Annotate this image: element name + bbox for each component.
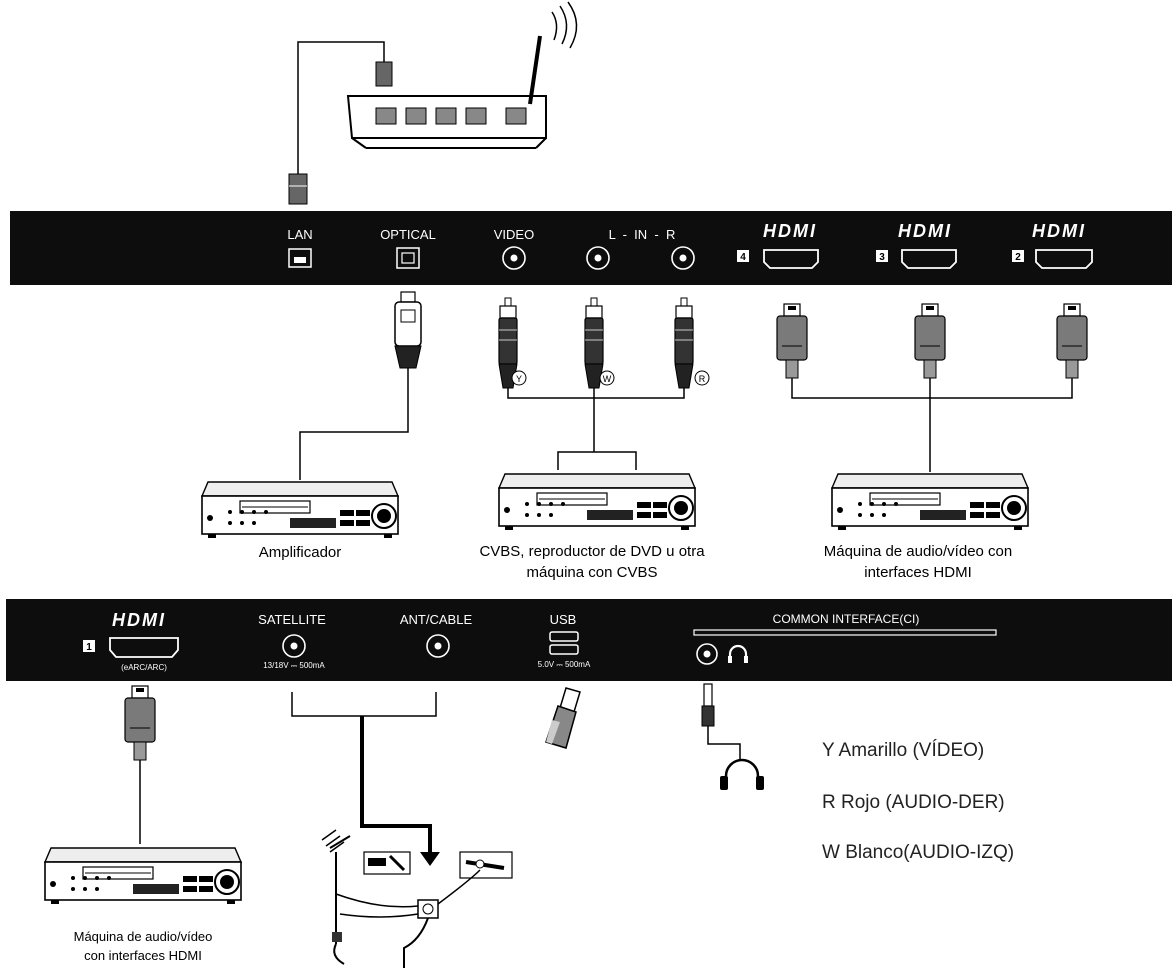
lan-cable bbox=[288, 41, 393, 205]
hdmi-machine-device bbox=[831, 473, 1029, 531]
hdmi1-number: 1 bbox=[86, 642, 92, 653]
audio-r-jack[interactable] bbox=[671, 246, 695, 270]
hdmi1-port[interactable] bbox=[109, 637, 179, 658]
hdmi2-port[interactable] bbox=[1035, 249, 1093, 269]
hdmi-machine-label-line1: Máquina de audio/vídeo con bbox=[824, 543, 1012, 560]
hdmi4-logo: HDMI bbox=[763, 221, 817, 241]
hdmi1-machine-label-line2: con interfaces HDMI bbox=[84, 948, 202, 963]
rca-cables bbox=[498, 297, 694, 470]
optical-port[interactable] bbox=[396, 247, 420, 269]
hdmi-machine-label-line2: interfaces HDMI bbox=[864, 564, 972, 581]
lan-port[interactable] bbox=[288, 248, 312, 268]
cvbs-label-line2: máquina con CVBS bbox=[527, 564, 658, 581]
video-label: VIDEO bbox=[494, 227, 534, 242]
legend-white: W Blanco(AUDIO-IZQ) bbox=[822, 842, 1014, 863]
ci-slot[interactable] bbox=[693, 629, 997, 636]
svg-text:W: W bbox=[603, 374, 612, 384]
video-jack[interactable] bbox=[502, 246, 526, 270]
headphones-icon bbox=[701, 683, 764, 790]
hdmi2-number: 2 bbox=[1015, 252, 1021, 263]
antenna-wall-socket-icon bbox=[321, 829, 513, 968]
ci-label: COMMON INTERFACE(CI) bbox=[773, 612, 920, 626]
hdmi1-logo: HDMI bbox=[112, 610, 166, 630]
hdmi4-number: 4 bbox=[740, 252, 746, 263]
lr-label: L - IN - R bbox=[609, 227, 676, 242]
cvbs-label-line1: CVBS, reproductor de DVD u otra bbox=[479, 543, 705, 560]
rca-marker-y: Y bbox=[511, 370, 527, 386]
rca-marker-w: W bbox=[599, 370, 615, 386]
usb-stick-icon bbox=[545, 687, 581, 749]
amplifier-device bbox=[201, 481, 399, 539]
antenna-connection bbox=[291, 692, 440, 866]
optical-label: OPTICAL bbox=[380, 227, 436, 242]
hdmi1-cable bbox=[124, 685, 156, 844]
hdmi-cables bbox=[776, 303, 1088, 472]
hdmi1-machine-device bbox=[44, 847, 242, 905]
antcable-jack[interactable] bbox=[426, 634, 450, 658]
hdmi1-machine-label-line1: Máquina de audio/vídeo bbox=[74, 929, 213, 944]
satellite-spec: 13/18V ⎓ 500mA bbox=[263, 661, 325, 670]
optical-cable bbox=[299, 291, 422, 480]
cvbs-player-device bbox=[498, 473, 696, 531]
antcable-label: ANT/CABLE bbox=[400, 612, 473, 627]
top-panel: LAN OPTICAL VIDEO L - IN - R HDMI 4 HDMI… bbox=[10, 211, 1172, 285]
legend-yellow: Y Amarillo (VÍDEO) bbox=[822, 740, 984, 761]
svg-text:Y: Y bbox=[516, 374, 522, 384]
lan-label: LAN bbox=[287, 227, 312, 242]
svg-text:R: R bbox=[699, 374, 706, 384]
bottom-panel: HDMI 1 (eARC/ARC) SATELLITE 13/18V ⎓ 500… bbox=[6, 599, 1172, 681]
satellite-label: SATELLITE bbox=[258, 612, 326, 627]
hdmi3-number: 3 bbox=[879, 252, 885, 263]
hdmi3-logo: HDMI bbox=[898, 221, 952, 241]
hdmi1-sublabel: (eARC/ARC) bbox=[121, 663, 167, 672]
amplifier-label: Amplificador bbox=[259, 544, 342, 561]
hdmi4-port[interactable] bbox=[763, 249, 819, 269]
headphone-jack[interactable] bbox=[696, 643, 718, 665]
audio-l-jack[interactable] bbox=[586, 246, 610, 270]
usb-label: USB bbox=[550, 612, 577, 627]
usb-spec: 5.0V ⎓ 500mA bbox=[538, 660, 591, 669]
legend-red: R Rojo (AUDIO-DER) bbox=[822, 792, 1005, 813]
rca-marker-r: R bbox=[694, 370, 710, 386]
hdmi3-port[interactable] bbox=[901, 249, 957, 269]
headphone-icon bbox=[728, 644, 748, 663]
satellite-jack[interactable] bbox=[282, 634, 306, 658]
usb-ports[interactable] bbox=[549, 631, 579, 655]
router bbox=[346, 1, 578, 149]
hdmi2-logo: HDMI bbox=[1032, 221, 1086, 241]
